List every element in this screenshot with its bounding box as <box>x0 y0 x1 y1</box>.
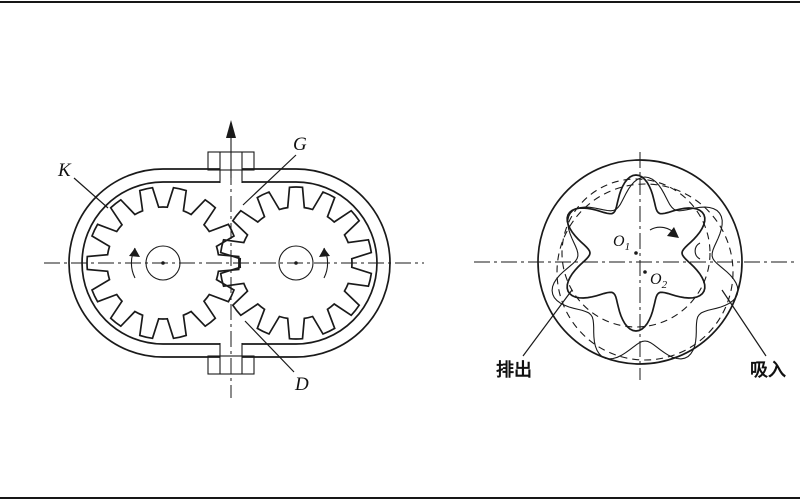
inner-rotor <box>566 174 706 332</box>
left-gear <box>86 186 240 340</box>
label-discharge: 排出 <box>496 359 532 380</box>
o1-center-dot <box>634 251 638 255</box>
o2-subscript: 2 <box>662 279 668 291</box>
o2-center-dot <box>643 270 647 274</box>
outer-rotor-profile <box>551 176 739 360</box>
contact-mark <box>694 242 701 260</box>
rotor-rotation-arrow-icon <box>649 226 679 238</box>
outer-rotor-pitch-circle <box>556 183 734 361</box>
leader-D <box>244 320 295 373</box>
right-gear <box>219 186 373 340</box>
leader-G <box>242 154 297 206</box>
housing-inner-wall <box>81 181 378 345</box>
o2-letter: O <box>650 271 662 288</box>
label-center-o2: O2 <box>650 271 668 291</box>
label-center-o1: O1 <box>613 233 630 253</box>
label-mesh-G: G <box>293 134 307 155</box>
o1-subscript: 1 <box>625 241 631 253</box>
outlet-flow-arrow-icon <box>226 120 236 178</box>
label-housing-K: K <box>57 160 72 181</box>
label-bottom-D: D <box>294 374 309 395</box>
right-gear-hub <box>278 245 314 281</box>
leader-discharge <box>522 289 573 357</box>
internal-gear-pump-diagram: O1 O2 排出 吸入 <box>474 152 798 380</box>
housing-outer-wall <box>68 168 391 358</box>
top-border-line <box>0 1 800 3</box>
inner-rotor-pitch-circle <box>561 178 711 328</box>
leader-K <box>73 177 109 209</box>
leader-suction <box>721 289 767 357</box>
external-gear-pump-diagram: K G D <box>44 120 424 398</box>
o1-letter: O <box>613 233 625 250</box>
label-suction: 吸入 <box>750 360 786 380</box>
bottom-border-line <box>0 497 800 499</box>
